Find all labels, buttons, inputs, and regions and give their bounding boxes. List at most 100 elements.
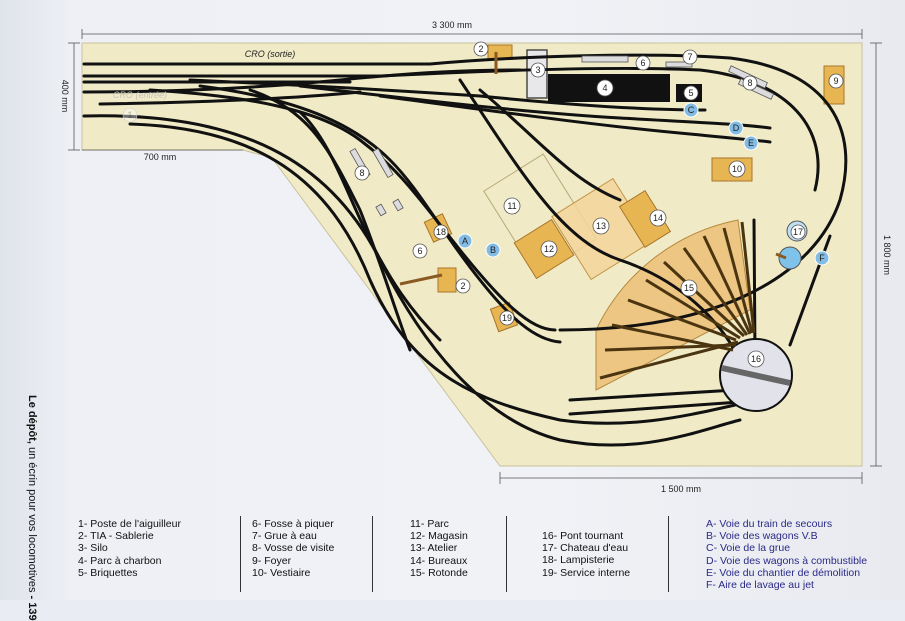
legend-item: 15- Rotonde [410,566,468,579]
legend-item: B- Voie des wagons V.B [706,530,818,543]
legend-item: 8- Vosse de visite [252,542,335,555]
svg-text:C: C [688,105,695,115]
svg-text:1: 1 [127,110,132,120]
legend-item: A- Voie du train de secours [706,518,833,530]
svg-text:10: 10 [732,164,742,174]
marker-C: C [683,102,699,118]
legend-column-1: 1- Poste de l'aiguilleur 2- TIA - Sabler… [78,518,181,579]
dim-right-height: 1 800 mm [882,235,892,275]
svg-text:17: 17 [793,227,803,237]
marker-12: 12 [540,240,558,258]
legend-item: 6- Fosse à piquer [252,518,334,530]
svg-text:8: 8 [359,168,364,178]
side-title-bold: Le dépôt, [26,395,38,444]
legend-column-5: A- Voie du train de secours B- Voie des … [706,518,867,591]
svg-text:15: 15 [684,283,694,293]
rotunda-radial-tracks [599,221,756,380]
legend-column-4: 16- Pont tournant 17- Chateau d'eau 18- … [542,530,630,579]
marker-4: 4 [596,79,614,97]
marker-7: 7 [682,49,698,65]
svg-text:16: 16 [751,354,761,364]
svg-text:E: E [748,138,754,148]
marker-3: 3 [530,62,546,78]
dimension-lines [68,29,882,484]
legend-item: 3- Silo [78,542,108,555]
water-cranes [399,52,498,286]
depot-track-plan: 3 300 mm 1 800 mm 1 500 mm 400 mm 700 mm [60,20,892,494]
legend-item: 1- Poste de l'aiguilleur [78,518,181,530]
side-title-rest: un écrin pour vos locomotives [26,443,38,593]
marker-10: 10 [728,160,746,178]
svg-text:5: 5 [688,88,693,98]
legend-item: E- Voie du chantier de démolition [706,566,861,579]
legend-item: 17- Chateau d'eau [542,542,629,555]
legend-separator [372,516,373,592]
track-label-cro-sortie: CRO (sortie) [245,49,296,59]
svg-text:3: 3 [535,65,540,75]
marker-8-left: 8 [354,165,370,181]
legend-item: 14- Bureaux [410,554,468,567]
marker-2-lower: 2 [455,278,471,294]
marker-1: 1 [122,107,138,123]
svg-text:F: F [819,253,825,263]
svg-text:2: 2 [478,44,483,54]
svg-text:D: D [733,123,740,133]
svg-text:8: 8 [747,78,752,88]
marker-D: D [728,120,744,136]
svg-text:B: B [490,245,496,255]
marker-E: E [743,135,759,151]
svg-text:9: 9 [833,76,838,86]
dim-left-height: 400 mm [60,80,70,113]
building-sablerie-lower [437,267,457,293]
marker-9: 9 [828,73,844,89]
marker-18: 18 [433,224,449,240]
marker-17: 17 [790,224,806,240]
legend-item: C- Voie de la grue [706,542,791,555]
marker-A: A [457,233,473,249]
building-sablerie-top [487,44,513,60]
legend-item: 9- Foyer [252,554,292,567]
legend-item: D- Voie des wagons à combustible [706,554,868,567]
legend-item: 18- Lampisterie [542,554,615,567]
svg-text:11: 11 [507,201,516,211]
side-title: Le dépôt, un écrin pour vos locomotives … [24,395,38,621]
legend-column-3: 11- Parc 12- Magasin 13- Atelier 14- Bur… [410,518,468,579]
legend-item: 19- Service interne [542,566,631,579]
marker-2-top: 2 [473,41,489,57]
dim-bottom-width: 1 500 mm [661,484,701,494]
svg-text:18: 18 [436,227,446,237]
marker-B: B [485,242,501,258]
marker-15: 15 [680,279,698,297]
marker-14: 14 [649,209,667,227]
svg-text:7: 7 [687,52,692,62]
legend-item: 4- Parc à charbon [78,554,162,567]
legend-item: 10- Vestiaire [252,566,311,579]
legend-item: F- Aire de lavage au jet [706,579,814,592]
marker-16: 16 [747,350,765,368]
svg-text:4: 4 [602,83,607,93]
legend-separator [668,516,669,592]
svg-text:19: 19 [502,313,512,323]
svg-text:6: 6 [417,246,422,256]
turntable [599,221,793,412]
svg-text:13: 13 [596,221,606,231]
legend-column-2: 6- Fosse à piquer 7- Grue à eau 8- Vosse… [252,518,334,579]
track-label-cro-entree: CRO (entrée) [113,90,167,100]
legend-item: 2- TIA - Sablerie [78,530,154,543]
marker-8-right: 8 [742,75,758,91]
legend-separator [240,516,241,592]
dim-top-width: 3 300 mm [432,20,472,30]
svg-text:14: 14 [653,213,663,223]
legend-item: 11- Parc [410,518,449,530]
buildings [423,44,845,391]
marker-11: 11 [503,197,521,215]
marker-19: 19 [499,310,515,326]
marker-6-lower: 6 [412,243,428,259]
legend-item: 13- Atelier [410,542,458,555]
svg-text:2: 2 [460,281,465,291]
legend-item: 5- Briquettes [78,566,138,579]
legend-separator [506,516,507,592]
marker-F: F [814,250,830,266]
marker-13: 13 [592,217,610,235]
legend-item: 12- Magasin [410,530,468,543]
